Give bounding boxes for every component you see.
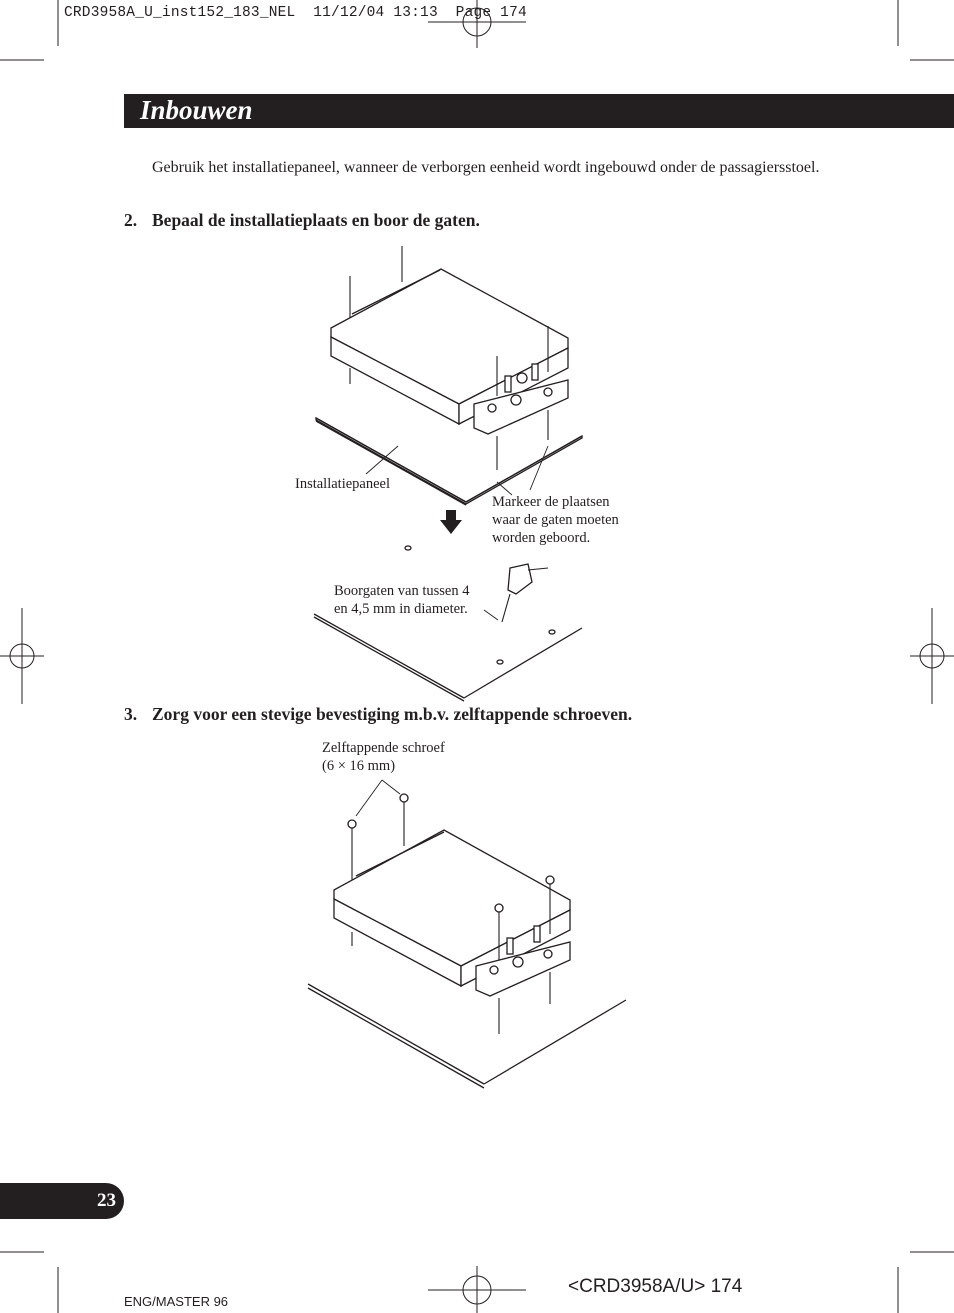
- label-self-tapping-screw: Zelftappende schroef (6 × 16 mm): [322, 740, 445, 774]
- print-slug: CRD3958A_U_inst152_183_NEL 11/12/04 13:1…: [64, 5, 527, 21]
- figure-unit-on-panel: [315, 246, 583, 506]
- step-number: 3.: [124, 704, 138, 724]
- step-text: Zorg voor een stevige bevestiging m.b.v.…: [152, 704, 633, 724]
- intro-paragraph: Gebruik het installatiepaneel, wanneer d…: [152, 159, 820, 176]
- step-text: Bepaal de installatieplaats en boor de g…: [152, 210, 480, 230]
- step-3-heading: 3. Zorg voor een stevige bevestiging m.b.…: [124, 704, 632, 725]
- footer-doc-code: <CRD3958A/U> 174: [568, 1276, 743, 1297]
- page-number: 23: [97, 1190, 116, 1211]
- section-title: Inbouwen: [140, 95, 253, 125]
- label-installation-panel: Installatiepaneel: [295, 476, 391, 492]
- label-drill-holes: Boorgaten van tussen 4 en 4,5 mm in diam…: [334, 583, 470, 617]
- footer-master: ENG/MASTER 96: [124, 1294, 229, 1309]
- figure-drilled-panel: [313, 545, 583, 702]
- figure-screw-mounting: [307, 779, 627, 1089]
- label-mark-holes: Markeer de plaatsen waar de gaten moeten…: [492, 494, 619, 546]
- step-number: 2.: [124, 210, 138, 230]
- page-number-tab: 23: [0, 1183, 124, 1219]
- section-title-bar: Inbouwen: [124, 94, 954, 128]
- down-arrow-icon: [440, 510, 462, 534]
- step-2-heading: 2. Bepaal de installatieplaats en boor de…: [124, 210, 480, 231]
